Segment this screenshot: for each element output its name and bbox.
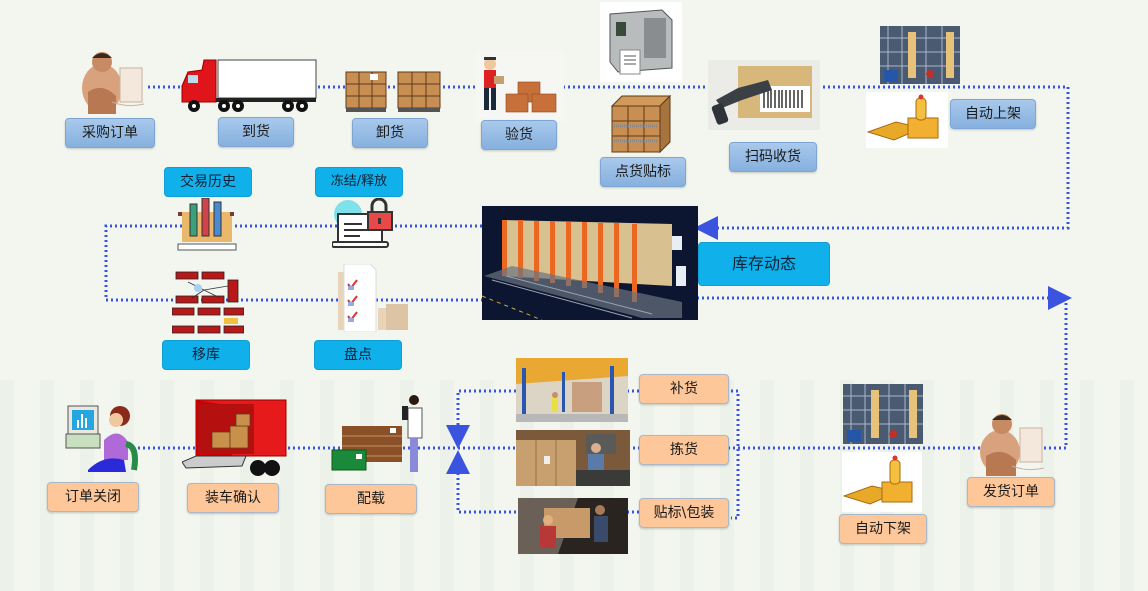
- label-printer-icon: [600, 2, 682, 82]
- freeze-release-label: 冻结/释放: [315, 167, 403, 197]
- transfer-label: 移库: [162, 340, 250, 370]
- asrs-rack-icon: [843, 384, 923, 444]
- labeled-pallet-icon: [610, 94, 672, 154]
- warehouse-3d-icon: [482, 206, 698, 320]
- order-close-label: 订单关闭: [47, 482, 139, 512]
- lock-laptop-icon: [332, 198, 393, 248]
- asrs-rack-icon: [880, 26, 960, 84]
- auto-pick-down-label: 自动下架: [839, 514, 927, 544]
- transaction-history-label: 交易历史: [164, 167, 252, 197]
- delivery-truck-icon: [182, 399, 287, 476]
- truck-icon: [181, 59, 317, 112]
- label-pack-photo: [518, 498, 628, 554]
- agv-robot-icon: [866, 92, 948, 148]
- scan-receive-label: 扫码收货: [729, 142, 817, 172]
- office-worker-icon: [82, 52, 145, 114]
- picking-label: 拣货: [639, 435, 729, 465]
- tasks-left-bracket-bottom: [446, 450, 516, 514]
- inspection-label: 验货: [481, 120, 557, 150]
- agv-robot-icon: [842, 452, 922, 512]
- bar-chart-icon: [177, 198, 237, 251]
- pallet-boxes-icon: [345, 71, 441, 112]
- purchase-order-label: 采购订单: [65, 118, 155, 148]
- inspector-icon: [476, 50, 564, 122]
- inventory-loop-top: [104, 224, 482, 302]
- shipping-order-label: 发货订单: [967, 477, 1055, 507]
- unloading-label: 卸货: [352, 118, 428, 148]
- office-worker-icon: [980, 414, 1045, 476]
- replenish-label: 补货: [639, 374, 729, 404]
- barcode-scanner-icon: [708, 60, 820, 130]
- auto-putaway-label: 自动上架: [950, 99, 1036, 129]
- inventory-dynamics-label: 库存动态: [698, 242, 830, 286]
- allocation-worker-icon: [331, 395, 423, 472]
- tasks-left-bracket-top: [446, 389, 516, 449]
- checklist-icon: [338, 264, 408, 332]
- rack-transfer-icon: [172, 271, 244, 334]
- replenish-photo: [516, 358, 628, 422]
- allocation-label: 配载: [325, 484, 417, 514]
- office-worker-female-icon: [65, 405, 138, 472]
- arrival-label: 到货: [218, 117, 294, 147]
- picking-photo: [516, 430, 630, 486]
- inbound-flow-line: [148, 85, 1070, 240]
- label-pack-label: 贴标\包装: [639, 498, 729, 528]
- outbound-right-vertical: [1000, 298, 1068, 450]
- count-label-label: 点货贴标: [600, 157, 686, 187]
- loading-confirm-label: 装车确认: [187, 483, 279, 513]
- tasks-right-bracket: [731, 389, 740, 520]
- stocktake-label: 盘点: [314, 340, 402, 370]
